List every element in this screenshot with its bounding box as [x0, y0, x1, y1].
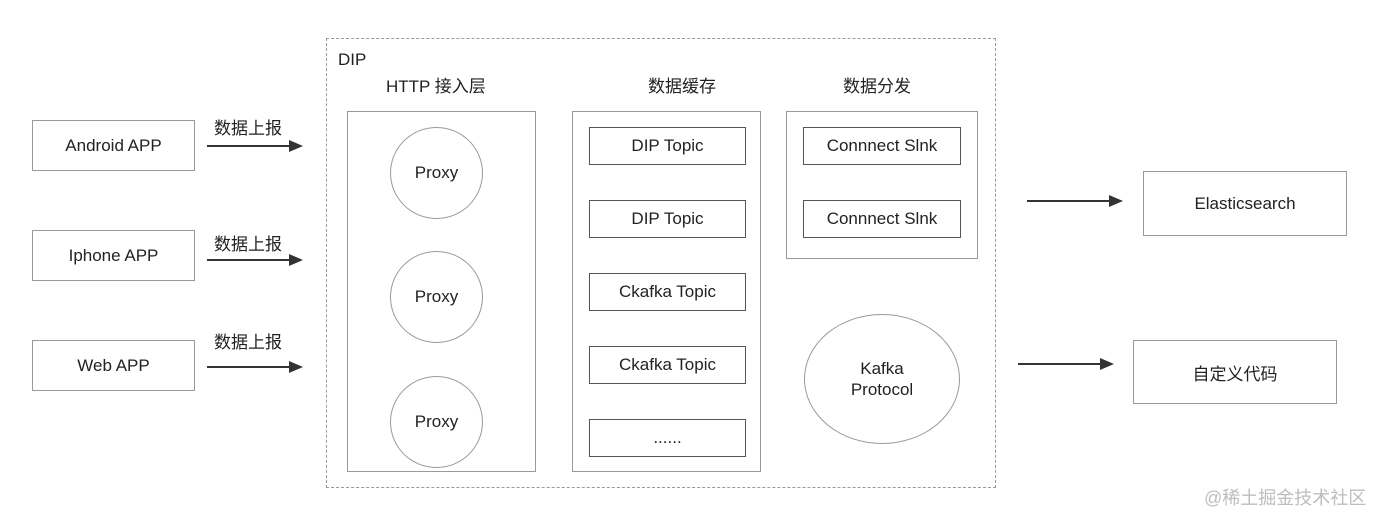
sink-box: Connnect Slnk [803, 200, 961, 238]
topic-label: DIP Topic [631, 209, 704, 228]
source-label: Iphone APP [68, 245, 159, 265]
http-layer-title: HTTP 接入层 [386, 77, 486, 96]
topic-box: DIP Topic [589, 127, 746, 165]
sink-label: Connnect Slnk [826, 136, 938, 155]
cache-title: 数据缓存 [648, 77, 716, 96]
proxy-label: Proxy [414, 163, 459, 182]
kafka-protocol-node: Kafka Protocol [804, 314, 960, 444]
topic-label: Ckafka Topic [618, 355, 716, 374]
http-layer-panel [347, 111, 536, 472]
source-android-app: Android APP [32, 120, 195, 171]
dip-title: DIP [338, 50, 367, 69]
source-iphone-app: Iphone APP [32, 230, 195, 281]
proxy-node: Proxy [390, 127, 483, 219]
proxy-label: Proxy [414, 287, 459, 306]
proxy-node: Proxy [390, 376, 483, 468]
source-web-app: Web APP [32, 340, 195, 391]
dispatch-panel [786, 111, 978, 259]
dispatch-title: 数据分发 [843, 77, 911, 96]
edge-label-report-android: 数据上报 [214, 119, 282, 138]
watermark: @稀土掘金技术社区 [1204, 488, 1367, 508]
topic-label: Ckafka Topic [618, 282, 716, 301]
topic-label: DIP Topic [631, 136, 704, 155]
proxy-node: Proxy [390, 251, 483, 343]
cache-panel [572, 111, 761, 472]
topic-box: Ckafka Topic [589, 346, 746, 384]
source-label: Android APP [65, 135, 162, 155]
topic-label: ...... [653, 428, 682, 447]
kafka-protocol-line2: Protocol [850, 380, 914, 399]
topic-box: Ckafka Topic [589, 273, 746, 311]
target-label: Elasticsearch [1194, 193, 1296, 213]
topic-box-more: ...... [589, 419, 746, 457]
topic-box: DIP Topic [589, 200, 746, 238]
target-elasticsearch: Elasticsearch [1143, 171, 1347, 236]
sink-box: Connnect Slnk [803, 127, 961, 165]
sink-label: Connnect Slnk [826, 209, 938, 228]
target-label: 自定义代码 [1192, 364, 1278, 384]
kafka-protocol-line1: Kafka [860, 359, 904, 378]
source-label: Web APP [77, 355, 150, 375]
edge-label-report-iphone: 数据上报 [214, 235, 282, 254]
edge-label-report-web: 数据上报 [214, 333, 282, 352]
dip-container [326, 38, 996, 488]
target-custom-code: 自定义代码 [1133, 340, 1337, 404]
proxy-label: Proxy [414, 412, 459, 431]
